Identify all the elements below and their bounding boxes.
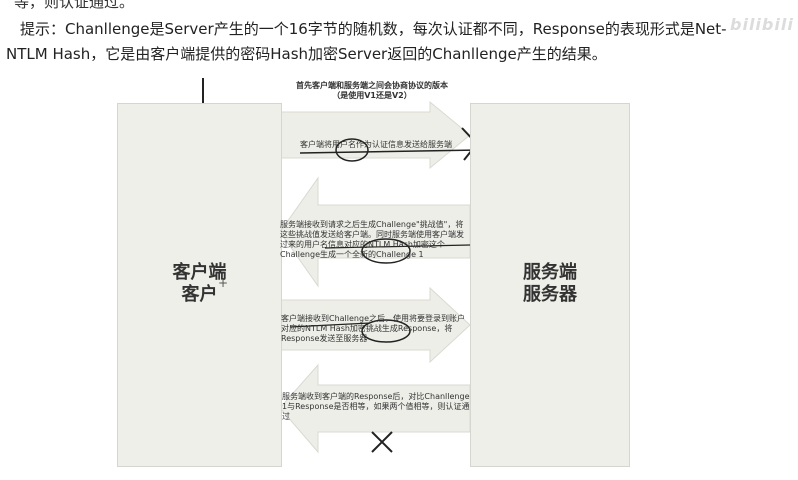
- mouse-cursor: +: [218, 276, 229, 290]
- arrow-response: [279, 286, 471, 364]
- server-box: 服务端 服务器: [470, 103, 630, 467]
- tip-line-2: NTLM Hash，它是由客户端提供的密码Hash加密Server返回的Chan…: [6, 45, 607, 63]
- annotation-circle-challenge1: [361, 238, 411, 264]
- message-challenge: 服务端接收到请求之后生成Challenge"挑战值"，将这些挑战值发送给客户端。…: [280, 220, 464, 259]
- message-negotiate: 首先客户端和服务端之间会协商协议的版本（是使用V1还是V2）: [296, 81, 448, 100]
- arrow-verify: [279, 363, 471, 454]
- client-label-line-1: 客户端: [172, 262, 227, 283]
- server-label-line-1: 服务端: [523, 262, 577, 283]
- annotation-circle-response: [361, 319, 411, 343]
- tip-line-1: 提示：Chanllenge是Server产生的一个16字节的随机数，每次认证都不…: [20, 20, 727, 38]
- server-label-line-2: 服务器: [523, 284, 577, 305]
- annotation-underline-challenge: [324, 244, 471, 249]
- previous-text-fragment: 等，则认证通过。: [14, 0, 135, 11]
- client-label: 客户端 客户: [118, 262, 281, 306]
- tip-paragraph: 提示：Chanllenge是Server产生的一个16字节的随机数，每次认证都不…: [6, 17, 727, 67]
- bilibili-watermark: bilibili: [730, 15, 794, 34]
- annotation-underline-response: [289, 322, 371, 328]
- server-label: 服务端 服务器: [471, 262, 629, 306]
- annotation-underline-top: [299, 149, 481, 154]
- arrow-challenge: [279, 176, 471, 288]
- client-box: 客户端 客户: [117, 103, 282, 467]
- annotation-cross-bottom: [371, 431, 393, 453]
- arrow-negotiate: [279, 100, 471, 170]
- message-response: 客户端接收到Challenge之后，使用将要登录到账户对应的NTLM Hash加…: [281, 314, 465, 343]
- annotation-circle-username: [335, 138, 369, 162]
- message-username: 客户端将用户名作为认证信息发送给服务端: [300, 140, 452, 149]
- client-label-line-2: 客户: [181, 284, 218, 305]
- message-verify: 服务端收到客户端的Response后，对比Chanllenge 1与Respon…: [282, 392, 470, 421]
